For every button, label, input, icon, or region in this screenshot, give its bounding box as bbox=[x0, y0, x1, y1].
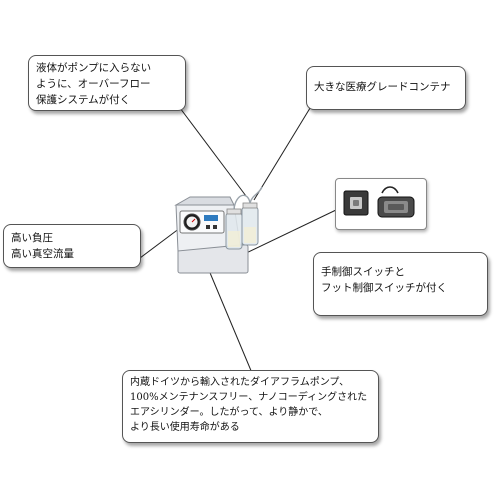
collection-bottle-icon bbox=[225, 208, 243, 250]
callout-text-line: 液体がポンプに入らない bbox=[36, 62, 152, 74]
callout-text-line: 高い負圧 bbox=[11, 232, 53, 244]
callout-text-line: 大きな医療グレードコンテナ bbox=[314, 81, 451, 93]
switch-photo bbox=[335, 178, 427, 230]
foot-switch-icon bbox=[377, 196, 415, 218]
callout-text-line: エアシリンダー。したがって、より静かで、 bbox=[130, 407, 328, 418]
suction-device-image bbox=[170, 185, 270, 280]
callout-text-line: 高い真空流量 bbox=[11, 248, 74, 260]
collection-bottle-icon bbox=[241, 202, 259, 246]
callout-medical-container: 大きな医療グレードコンテナ bbox=[306, 66, 466, 110]
connector-overflow bbox=[179, 107, 247, 197]
callout-text-line: 内蔵ドイツから輸入されたダイアフラムポンプ、 bbox=[130, 377, 350, 388]
callout-text-line: 保護システムが付く bbox=[36, 94, 131, 106]
callout-text-line: より長い使用寿命がある bbox=[130, 422, 240, 433]
connector-pump bbox=[207, 267, 253, 374]
callout-text-line: 手制御スイッチと bbox=[321, 266, 405, 278]
callout-text-line: 100%メンテナンスフリー、ナノコーディングされた bbox=[130, 392, 368, 403]
callout-negative-pressure: 高い負圧 高い真空流量 bbox=[3, 224, 141, 268]
callout-text-line: ように、オーバーフロー bbox=[36, 78, 151, 90]
callout-diaphragm-pump: 内蔵ドイツから輸入されたダイアフラムポンプ、 100%メンテナンスフリー、ナノコ… bbox=[122, 370, 379, 443]
callout-text-line: フット制御スイッチが付く bbox=[321, 282, 447, 294]
callout-control-switches: 手制御スイッチと フット制御スイッチが付く bbox=[313, 252, 488, 316]
callout-overflow-protection: 液体がポンプに入らない ように、オーバーフロー 保護システムが付く bbox=[28, 55, 186, 111]
